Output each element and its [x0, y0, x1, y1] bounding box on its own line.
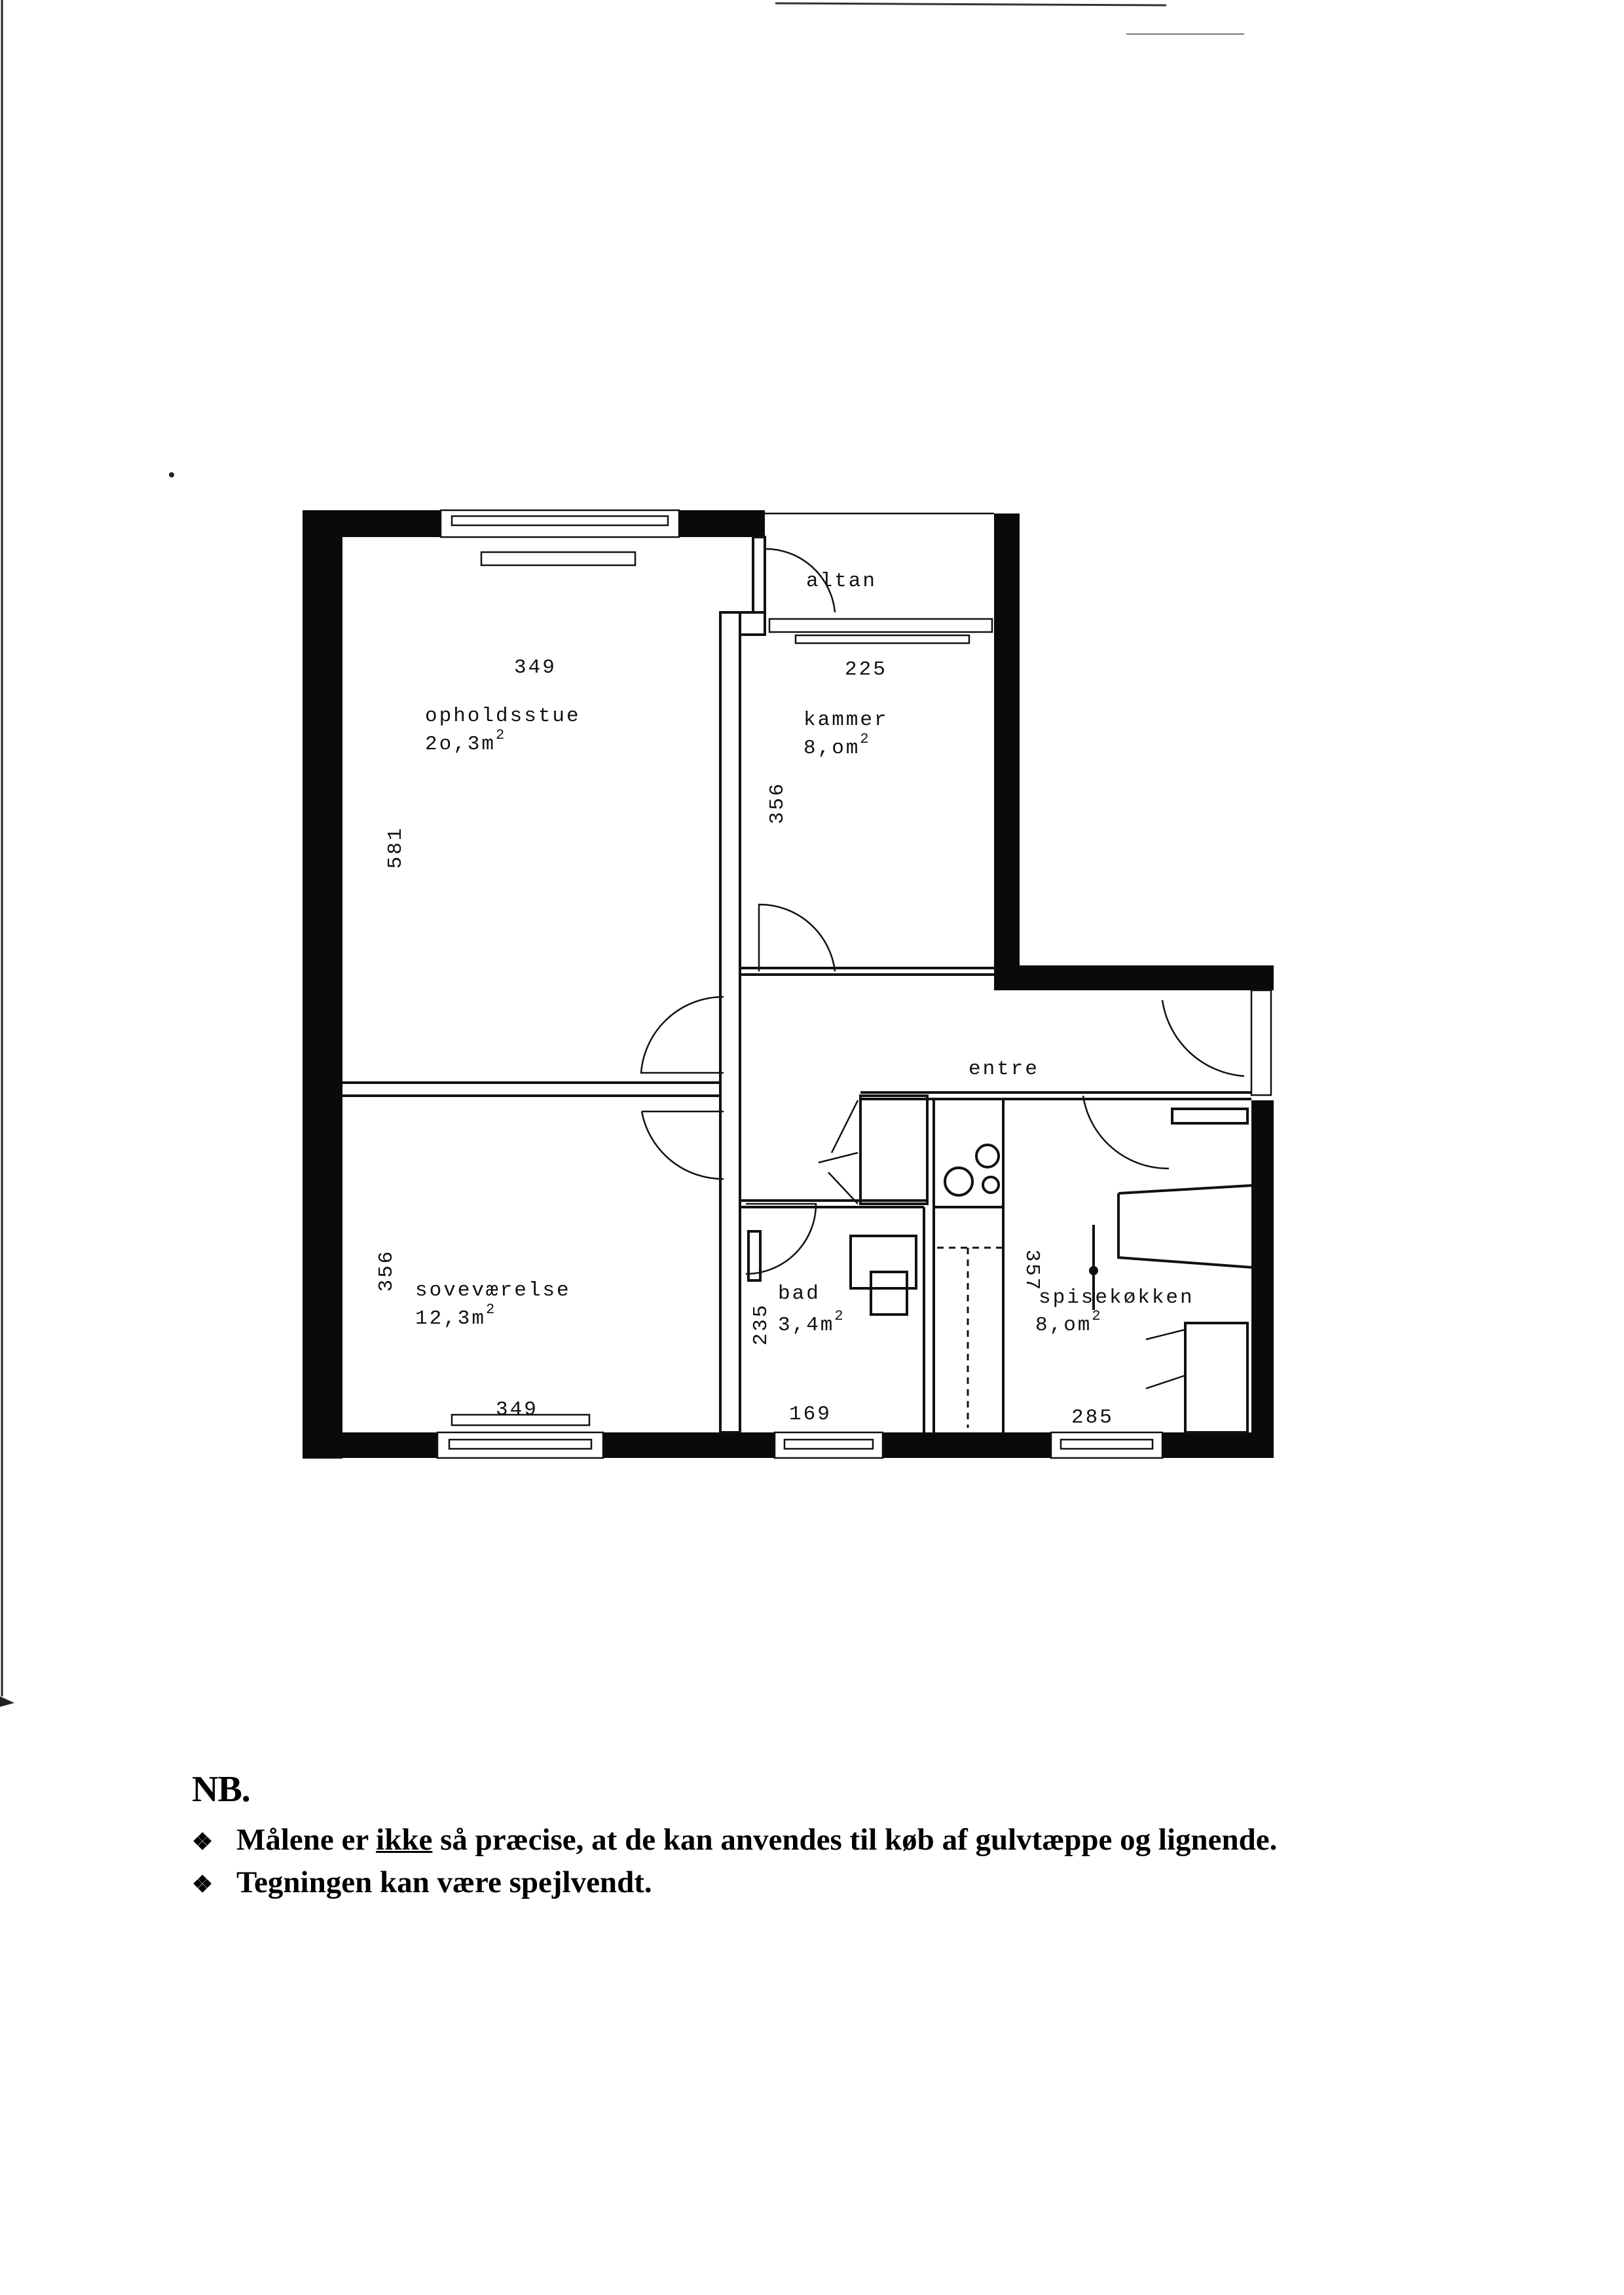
bath-width: 169 [789, 1403, 832, 1426]
bedroom-length: 356 [375, 1250, 398, 1292]
note-text: Tegningen kan være spejlvendt. [236, 1865, 652, 1899]
kitchen-width: 285 [1071, 1406, 1114, 1429]
bedroom-name: soveværelse [415, 1279, 571, 1302]
note-item: ❖ Tegningen kan være spejlvendt. [192, 1862, 1277, 1905]
chamber-length: 356 [766, 782, 789, 825]
interior-walls [342, 536, 1252, 1434]
living-width: 349 [514, 656, 557, 679]
notes-section: NB. ❖ Målene er ikke så præcise, at de k… [192, 1768, 1277, 1905]
exterior-walls [303, 510, 1274, 1459]
doors [640, 548, 1245, 1390]
scan-artifacts [0, 0, 1244, 1707]
kitchen-length: 357 [1020, 1250, 1043, 1292]
balcony-name: altan [806, 570, 877, 593]
room-labels: 349 opholdsstue 2o,3m2 581 altan 225 kam… [375, 570, 1194, 1429]
kitchen-area: 8,om2 [1035, 1308, 1103, 1337]
living-area: 2o,3m2 [425, 727, 506, 756]
kitchen-name: spisekøkken [1039, 1286, 1194, 1309]
windows [436, 509, 1272, 1459]
chamber-name: kammer [803, 709, 889, 732]
hall-name: entre [969, 1058, 1039, 1081]
note-item: ❖ Målene er ikke så præcise, at de kan a… [192, 1819, 1277, 1862]
living-length: 581 [384, 827, 407, 869]
chamber-width: 225 [845, 658, 887, 681]
bedroom-width: 349 [496, 1398, 538, 1421]
bath-area: 3,4m2 [778, 1308, 845, 1337]
living-name: opholdsstue [425, 705, 581, 728]
bedroom-area: 12,3m2 [415, 1301, 496, 1330]
chamber-area: 8,om2 [803, 731, 871, 760]
note-text: Målene er ikke så præcise, at de kan anv… [236, 1823, 1278, 1857]
bath-length: 235 [750, 1303, 773, 1346]
notes-heading: NB. [192, 1769, 251, 1810]
diamond-bullet-icon: ❖ [192, 1871, 213, 1897]
diamond-bullet-icon: ❖ [192, 1829, 213, 1855]
bath-name: bad [778, 1282, 821, 1305]
